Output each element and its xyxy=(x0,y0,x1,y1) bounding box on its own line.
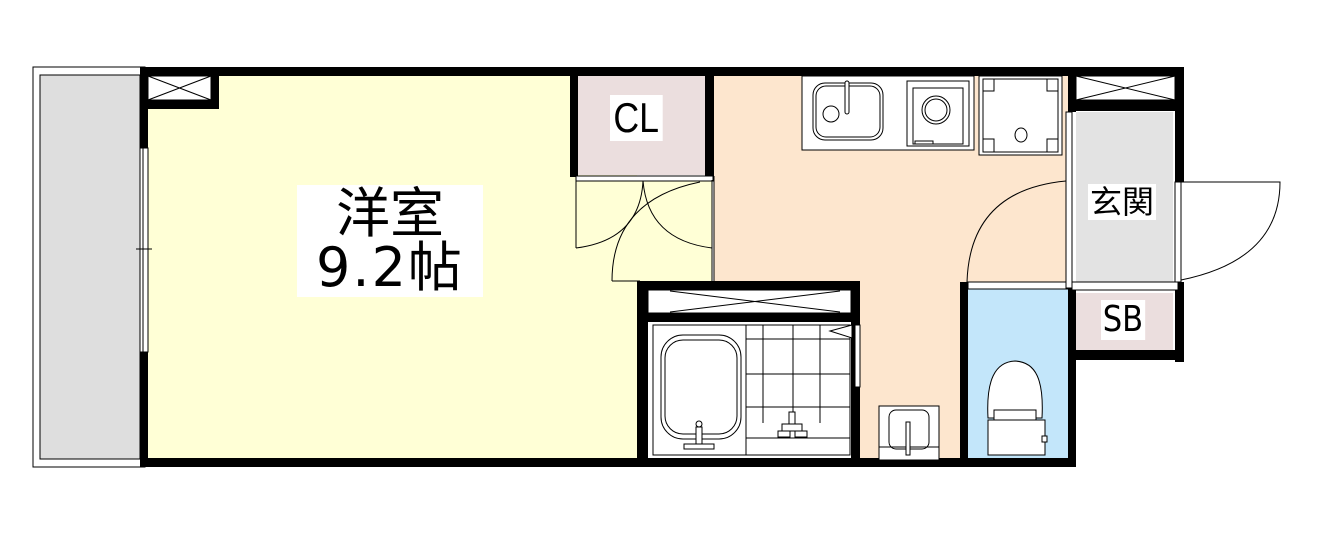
western-room-label: 洋室 9.2帖 xyxy=(297,185,483,297)
closet-door-icon xyxy=(575,175,714,282)
bathroom-door-icon xyxy=(828,324,861,388)
walls xyxy=(140,67,1184,467)
closet-label: CL xyxy=(610,95,663,141)
toilet-door-icon xyxy=(966,111,1073,290)
entrance-door-icon xyxy=(1071,181,1281,291)
balcony xyxy=(32,66,146,468)
washbasin-icon xyxy=(878,405,940,461)
duct-x-icon xyxy=(147,75,212,101)
shower-faucet-icon xyxy=(777,411,808,438)
bathroom-tile-grid xyxy=(745,325,850,455)
toilet-icon xyxy=(987,360,1048,456)
duct-x-icon xyxy=(1075,75,1176,101)
stove-icon xyxy=(906,80,970,147)
bathtub-icon xyxy=(652,324,851,456)
bathroom-duct-x-icon xyxy=(647,289,852,314)
window-icon xyxy=(136,147,152,353)
refrigerator-icon xyxy=(978,75,1063,156)
entrance-label: 玄関 xyxy=(1088,183,1157,221)
closet-door-area xyxy=(578,176,712,281)
western-room-name: 洋室 xyxy=(336,182,444,245)
shoe-box-label: SB xyxy=(1101,299,1145,340)
western-room-size: 9.2帖 xyxy=(316,236,464,299)
sink-icon xyxy=(812,80,884,141)
kitchen-counter xyxy=(801,75,975,151)
